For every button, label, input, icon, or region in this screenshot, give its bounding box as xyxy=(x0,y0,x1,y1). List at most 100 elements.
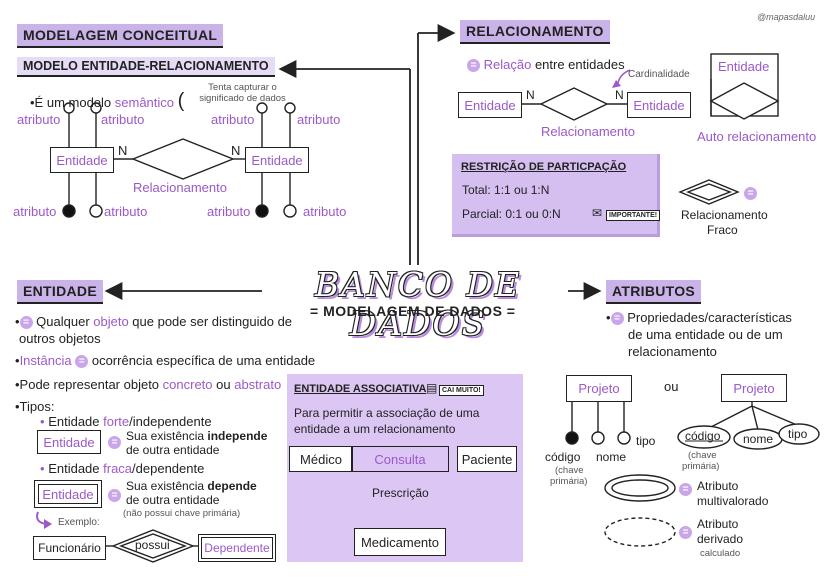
codigo-ellipse-label: código xyxy=(685,429,721,443)
entidade-b1-l2: outros objetos xyxy=(19,331,101,346)
page-subtitle: = MODELAGEM DE DADOS = xyxy=(310,303,516,319)
entity-box-left: Entidade xyxy=(50,147,114,173)
restricao-parcial: Parcial: 0:1 ou 0:N xyxy=(462,207,561,221)
card-n: N xyxy=(231,143,241,158)
ou-label: ou xyxy=(664,379,679,394)
attr-label: atributo xyxy=(303,204,347,219)
card-n: N xyxy=(615,88,624,102)
nome-ellipse-label: nome xyxy=(743,432,774,446)
fraco-label-2: Fraco xyxy=(707,223,738,237)
equals-icon: = xyxy=(108,434,121,452)
primaria-label: primária) xyxy=(550,476,588,487)
relacao-line: = Relação entre entidades xyxy=(467,57,625,73)
semantico-note: Tenta capturar o significado de dados xyxy=(199,82,286,104)
dependente-box: Dependente xyxy=(198,534,276,562)
equals-icon: = xyxy=(108,487,121,505)
entidade-b1: •= Qualquer objeto que pode ser distingu… xyxy=(15,314,293,330)
fraca-entity-label: Entidade xyxy=(38,484,98,504)
associativa-desc-2: entidade a um relacionamento xyxy=(294,422,456,436)
prescricao-label: Prescrição xyxy=(372,486,429,500)
tipos-example xyxy=(36,511,198,563)
deriv-label-2: derivado xyxy=(697,532,744,546)
fraco-label-1: Relacionamento xyxy=(681,208,768,222)
entidade-b3: •Pode representar objeto concreto ou abs… xyxy=(15,377,282,392)
codigo-label: código xyxy=(545,450,581,464)
tipo-label: tipo xyxy=(636,434,656,448)
medicamento-box: Medicamento xyxy=(354,528,446,556)
fraca-desc: Sua existência depende xyxy=(126,479,257,493)
nome-label: nome xyxy=(596,450,627,464)
equals-icon: = xyxy=(75,355,89,369)
multi-label-2: multivalorado xyxy=(697,494,769,508)
semantico-bullet: •É um modelo semântico ( xyxy=(30,90,185,112)
possui-label: possui xyxy=(135,538,170,552)
forte-desc: Sua existência independe xyxy=(126,429,268,443)
clipboard-icon: ▤ xyxy=(426,381,438,395)
atributos-header: ATRIBUTOS xyxy=(606,280,702,304)
equals-icon: = xyxy=(467,59,480,73)
cai-muito-badge: CAI MUITO! xyxy=(439,385,484,396)
projeto-box-left: Projeto xyxy=(566,375,632,402)
exemplo-label: Exemplo: xyxy=(58,517,100,528)
primaria-label-right: primária) xyxy=(682,461,720,472)
equals-icon: = xyxy=(610,312,624,326)
cardinalidade-label: Cardinalidade xyxy=(628,69,690,80)
card-n: N xyxy=(526,88,535,102)
er-diagram xyxy=(62,102,297,218)
forte-desc-l2: de outra entidade xyxy=(126,443,220,457)
attr-label: atributo xyxy=(101,112,145,127)
associativa-desc-1: Para permitir a associação de uma xyxy=(294,406,480,420)
center-arrows xyxy=(104,24,602,300)
rel-diagram xyxy=(521,53,780,205)
associativa-header: ENTIDADE ASSOCIATIVA xyxy=(294,383,427,395)
entidade-b2: •Instância = ocorrência específica de um… xyxy=(15,353,316,369)
tipo-ellipse-label: tipo xyxy=(788,427,808,441)
attr-label: atributo xyxy=(17,112,61,127)
rel-entity-left: Entidade xyxy=(458,92,522,118)
er-subheader: MODELO ENTIDADE-RELACIONAMENTO xyxy=(17,57,275,77)
attr-label: atributo xyxy=(104,204,148,219)
entity-box-right: Entidade xyxy=(245,147,309,173)
multi-label-1: Atributo xyxy=(697,479,739,493)
entidade-header: ENTIDADE xyxy=(17,280,103,304)
relacionamento-header: RELACIONAMENTO xyxy=(460,20,610,44)
tipos-label: •Tipos: xyxy=(15,399,55,414)
chave-label-right: (chave xyxy=(688,450,717,461)
atributos-desc-1: •= Propriedades/características xyxy=(606,310,792,326)
conceitual-header: MODELAGEM CONCEITUAL xyxy=(17,24,224,48)
restricao-title: RESTRIÇÃO DE PARTICPAÇÃO xyxy=(461,161,627,173)
fraca-desc-l2: de outra entidade xyxy=(126,493,220,507)
attr-label: atributo xyxy=(13,204,57,219)
auto-rel-label: Auto relacionamento xyxy=(697,129,817,144)
funcionario-box: Funcionário xyxy=(33,536,106,560)
rel-label: Relacionamento xyxy=(133,180,227,195)
fraca-entity-box: Entidade xyxy=(34,480,102,508)
restricao-panel xyxy=(452,154,660,237)
medico-box: Médico xyxy=(289,446,353,472)
attr-diagram xyxy=(565,400,820,547)
fraca-line: • Entidade fraca/dependente xyxy=(40,461,205,476)
fraca-desc-l3: (não possui chave primária) xyxy=(123,508,241,519)
page-title: BANCO DE DADOS xyxy=(314,265,522,343)
rel-diamond-label: Relacionamento xyxy=(541,124,635,139)
projeto-box-right: Projeto xyxy=(721,374,787,402)
dependente-label: Dependente xyxy=(201,537,273,559)
equals-icon: = xyxy=(679,524,692,542)
watermark: @mapasdaluu xyxy=(757,12,816,22)
auto-entity-label: Entidade xyxy=(718,59,770,74)
attr-label: atributo xyxy=(207,204,251,219)
chave-label: (chave xyxy=(555,465,584,476)
paciente-box: Paciente xyxy=(457,446,517,472)
attr-label: atributo xyxy=(211,112,255,127)
restricao-total: Total: 1:1 ou 1:N xyxy=(462,183,550,197)
equals-icon: = xyxy=(744,185,757,203)
attr-label: atributo xyxy=(297,112,341,127)
forte-entity-box: Entidade xyxy=(37,430,101,454)
forte-line: • Entidade forte/independente xyxy=(40,414,212,429)
importante-badge: IMPORTANTE! xyxy=(606,210,661,221)
megaphone-icon: ✉ xyxy=(592,206,603,220)
consulta-box: Consulta xyxy=(351,446,449,472)
deriv-label-1: Atributo xyxy=(697,517,739,531)
atributos-desc-3: relacionamento xyxy=(628,344,717,359)
atributos-desc-2: de uma entidade ou de um xyxy=(628,327,783,342)
